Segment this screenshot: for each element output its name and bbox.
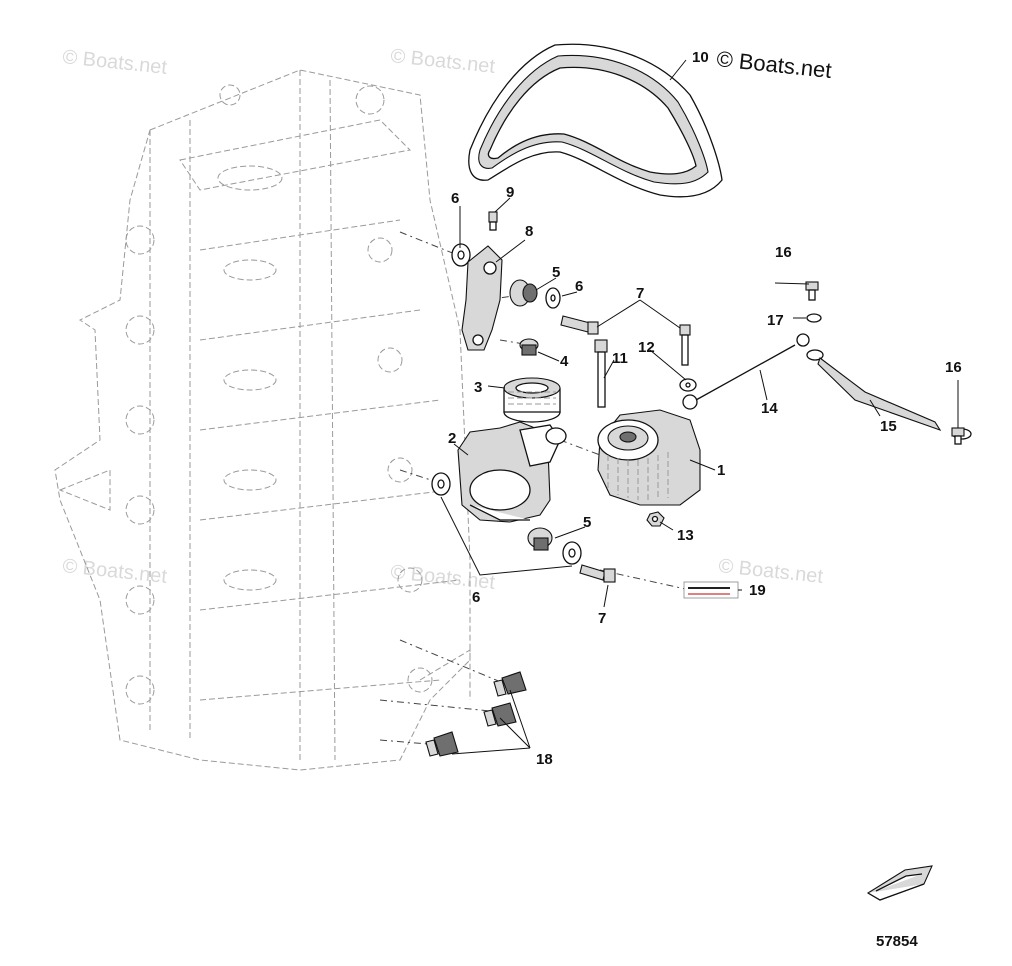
watermark-2: © Boats.net bbox=[389, 45, 496, 78]
bolt-16-top bbox=[805, 281, 819, 301]
callout-13: 13 bbox=[677, 527, 694, 544]
callout-12: 12 bbox=[638, 339, 655, 356]
washer-bottom bbox=[562, 541, 582, 565]
spacer-bottom bbox=[527, 527, 553, 551]
callout-15: 15 bbox=[880, 418, 897, 435]
clip-middle bbox=[483, 702, 517, 727]
callout-5-bottom: 5 bbox=[583, 514, 591, 531]
grease-fitting bbox=[488, 211, 498, 231]
callout-5-top: 5 bbox=[552, 264, 560, 281]
callouts: 1 2 3 4 5 5 6 6 6 6 7 7 8 9 10 11 12 13 … bbox=[448, 49, 962, 768]
callout-8: 8 bbox=[525, 223, 533, 240]
callout-2: 2 bbox=[448, 430, 456, 447]
bolt-bottom bbox=[579, 564, 616, 583]
washer-17 bbox=[806, 313, 822, 323]
callout-18: 18 bbox=[536, 751, 553, 768]
callout-11: 11 bbox=[612, 350, 628, 367]
clip-upper bbox=[493, 671, 527, 697]
washer-lower-left bbox=[431, 472, 451, 496]
figure-number: 57854 bbox=[876, 933, 918, 950]
callout-3: 3 bbox=[474, 379, 482, 396]
clip-lower bbox=[425, 731, 459, 757]
alternator-stud bbox=[594, 339, 608, 408]
watermark-4: © Boats.net bbox=[389, 561, 496, 594]
belt-tensioner bbox=[457, 421, 567, 523]
bolt-16-right bbox=[951, 427, 965, 445]
watermark-3: © Boats.net bbox=[61, 555, 168, 588]
callout-16-top: 16 bbox=[775, 244, 792, 261]
callout-14: 14 bbox=[761, 400, 778, 417]
callout-6-bottom: 6 bbox=[472, 589, 480, 606]
callout-1: 1 bbox=[717, 462, 725, 479]
leader-lines bbox=[440, 59, 959, 755]
spacer-top bbox=[509, 279, 538, 307]
callout-6-top: 6 bbox=[451, 190, 459, 207]
callout-4: 4 bbox=[560, 353, 569, 370]
callout-9: 9 bbox=[506, 184, 514, 201]
idler-bracket bbox=[461, 245, 503, 351]
watermarks: © Boats.net © Boats.net © Boats.net © Bo… bbox=[61, 45, 824, 594]
idler-pulley bbox=[503, 377, 561, 423]
engine-block-outline bbox=[54, 69, 471, 771]
nut bbox=[646, 511, 665, 527]
ground-cable bbox=[682, 333, 810, 410]
washer-12 bbox=[679, 378, 697, 392]
callout-6-middle: 6 bbox=[575, 278, 583, 295]
washer-top bbox=[451, 243, 471, 267]
callout-19: 19 bbox=[749, 582, 766, 599]
callout-16-right: 16 bbox=[945, 359, 962, 376]
watermark-1: © Boats.net bbox=[61, 46, 168, 79]
bolt-top-vertical bbox=[679, 324, 691, 366]
callout-17: 17 bbox=[767, 312, 784, 329]
callout-10: 10 bbox=[692, 49, 709, 66]
callout-7-top: 7 bbox=[636, 285, 644, 302]
boat-icon bbox=[866, 865, 933, 901]
drive-belt bbox=[468, 43, 723, 198]
pulley-bolt bbox=[519, 338, 539, 356]
copyright-text: © Boats.net bbox=[715, 46, 832, 83]
washer-middle bbox=[545, 287, 561, 309]
bolt-top-horizontal bbox=[560, 315, 599, 335]
callout-7-bottom: 7 bbox=[598, 610, 606, 627]
decal bbox=[683, 581, 739, 599]
alternator bbox=[597, 409, 701, 506]
